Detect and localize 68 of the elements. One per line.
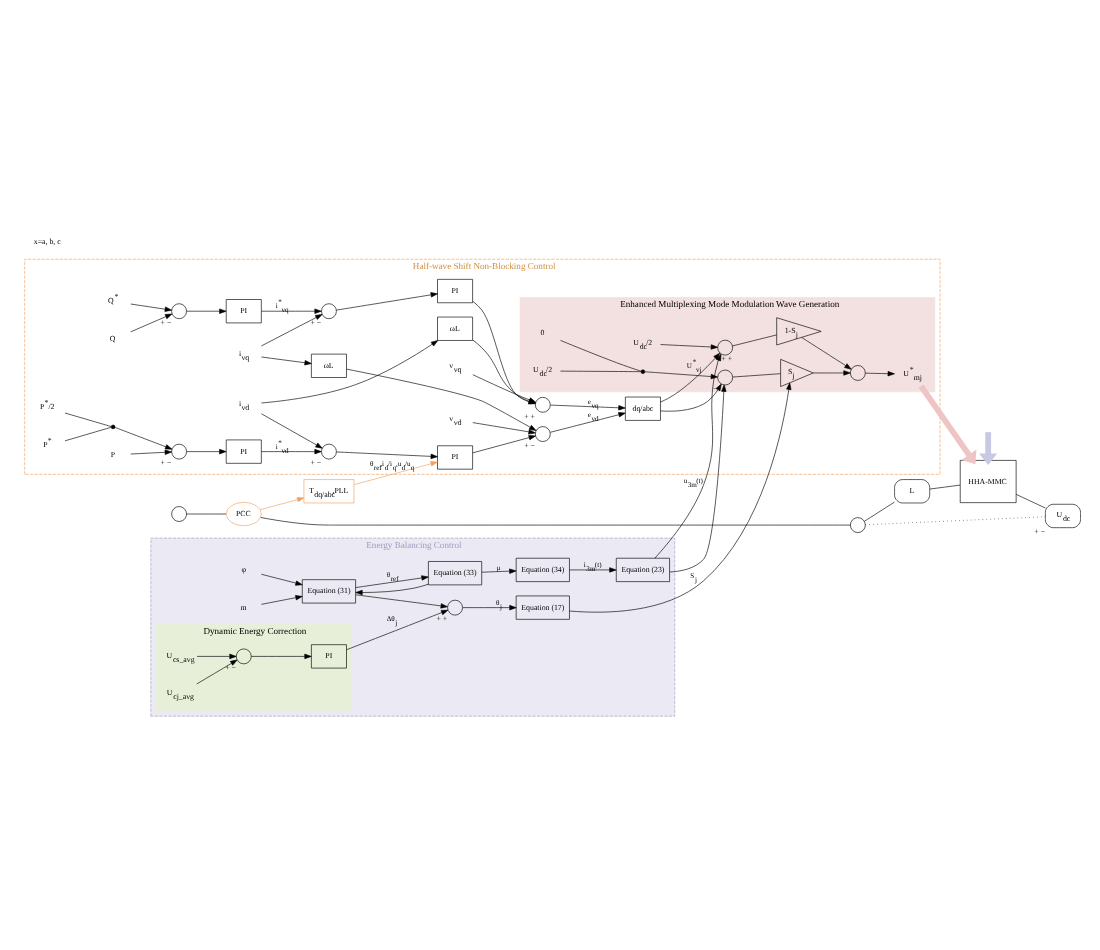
connector <box>560 339 642 371</box>
arrow <box>186 307 227 313</box>
connector <box>732 372 781 377</box>
node-circle <box>535 396 551 412</box>
arrow <box>353 460 438 484</box>
arrow <box>472 434 536 453</box>
arrow <box>462 604 517 610</box>
arrow <box>130 312 173 332</box>
arrow <box>865 370 895 376</box>
node-switch <box>110 423 116 429</box>
node-circle <box>321 442 337 459</box>
arrow <box>550 403 626 410</box>
arrow <box>569 381 792 612</box>
connector <box>864 500 895 521</box>
node-circle <box>850 516 866 532</box>
connector <box>732 333 777 346</box>
arrow <box>336 450 438 458</box>
arrow <box>196 658 238 684</box>
arrow <box>261 594 303 604</box>
arrow <box>812 369 851 375</box>
arrow <box>979 431 998 464</box>
connector <box>64 411 112 426</box>
node-circle <box>321 302 337 318</box>
arrow <box>130 448 172 454</box>
connector <box>260 516 851 525</box>
arrow <box>660 351 721 402</box>
arrow <box>549 411 626 432</box>
node-circle <box>171 302 187 318</box>
arrow <box>355 574 429 587</box>
arrow <box>261 355 312 365</box>
arrow <box>336 291 438 310</box>
node-circle <box>171 442 187 459</box>
arrow <box>481 567 517 573</box>
arrow <box>654 352 722 558</box>
node-circle <box>717 368 733 385</box>
node-circle <box>535 425 551 441</box>
arrow <box>261 572 303 585</box>
arrow <box>669 383 727 572</box>
connector <box>1015 493 1046 508</box>
arrow <box>472 421 536 434</box>
arrow <box>130 302 172 311</box>
arrow <box>114 426 173 449</box>
arrow <box>346 608 449 650</box>
arrow <box>918 383 977 464</box>
connector <box>560 369 642 371</box>
arrow <box>660 343 718 349</box>
arrow <box>186 448 227 454</box>
node-circle <box>236 647 252 664</box>
node-circle <box>447 598 463 615</box>
arrow <box>261 412 323 448</box>
connector <box>186 512 227 514</box>
arrow <box>644 370 718 379</box>
arrow <box>355 593 448 608</box>
node-circle <box>717 338 733 355</box>
node-circle <box>850 364 866 380</box>
arrow <box>660 382 722 411</box>
arrow <box>250 652 312 658</box>
arrow <box>569 566 617 572</box>
node-circle <box>171 505 187 521</box>
arrow <box>259 496 305 510</box>
arrow <box>196 652 237 658</box>
node-switch <box>640 368 646 373</box>
connector <box>64 425 112 441</box>
arrow <box>261 339 439 403</box>
arrow <box>355 582 429 595</box>
arrow <box>261 313 323 346</box>
arrow <box>801 336 852 369</box>
arrow <box>261 307 322 313</box>
